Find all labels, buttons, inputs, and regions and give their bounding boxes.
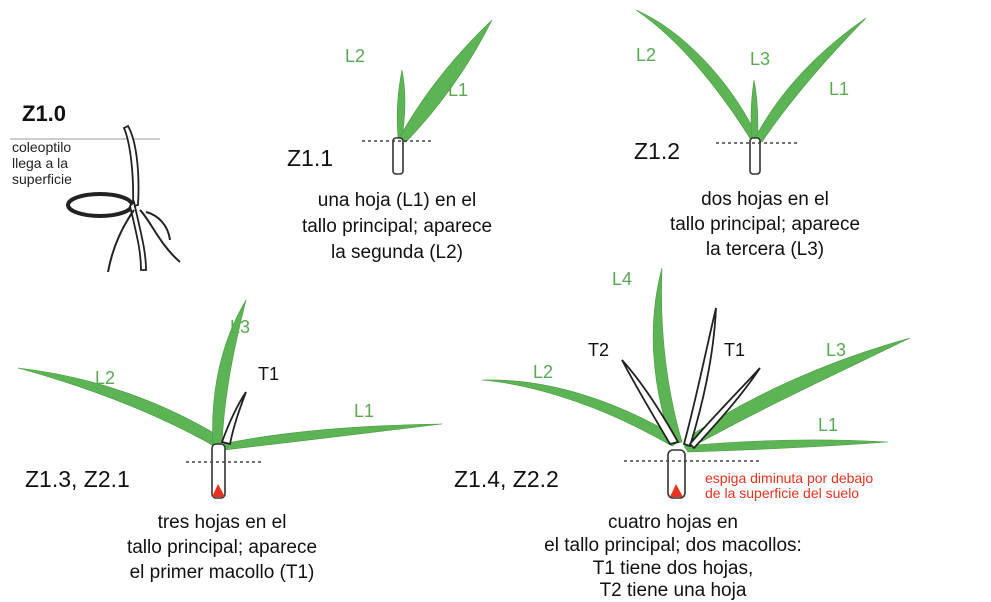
leaf-label-l2: L2: [345, 46, 365, 66]
leaf-l3: [750, 79, 759, 139]
leaf-label-l1: L1: [818, 415, 838, 435]
note-line: superficie: [12, 171, 72, 187]
tiller-t1: [220, 391, 247, 446]
stage-z1-1: L2 L1 Z1.1 una hoja (L1) en el tallo pri…: [287, 19, 493, 263]
spike-icon: [212, 484, 225, 497]
tiller-label-t2: T2: [588, 340, 609, 360]
note-line: coleoptilo: [12, 139, 71, 155]
leaf-label-l2: L2: [533, 362, 553, 382]
stem: [667, 449, 686, 499]
leaf-l3: [212, 299, 247, 447]
leaf-l1: [683, 439, 889, 453]
note-line: espiga diminuta por debajo: [705, 470, 873, 486]
tiller-label-t1: T1: [724, 340, 745, 360]
leaf-label-l1: L1: [829, 79, 849, 99]
tiller-t1: [682, 307, 717, 448]
stem: [392, 137, 404, 175]
leaf-label-l1: L1: [448, 80, 468, 100]
caption-line: la segunda (L2): [331, 242, 463, 263]
stem: [749, 137, 761, 175]
leaf-label-l3: L3: [750, 49, 770, 69]
leaf-l2: [396, 69, 406, 139]
leaf-label-l1: L1: [354, 401, 374, 421]
leaf-label-l3: L3: [826, 340, 846, 360]
leaf-l4: [652, 267, 683, 445]
stage-code: Z1.3, Z2.1: [25, 466, 130, 492]
note-line: de la superficie del suelo: [705, 485, 859, 501]
leaf-l1: [753, 17, 867, 143]
leaf-label-l2: L2: [636, 45, 656, 65]
leaf-l2: [481, 379, 683, 447]
leaf-l1: [397, 19, 493, 143]
caption-line: el tallo principal; dos macollos:: [544, 535, 802, 556]
leaf-l3: [683, 337, 911, 449]
tiller-t1-leaf: [688, 367, 761, 450]
leaf-l1: [221, 423, 443, 451]
stage-z1-3-z2-1: L3 L2 L1 T1 Z1.3, Z2.1 tres hojas en el …: [17, 299, 443, 583]
caption-line: T2 tiene una hoja: [600, 580, 747, 601]
seedling-illustration: [66, 124, 181, 273]
caption-line: tallo principal; aparece: [127, 537, 317, 558]
caption-line: tres hojas en el: [158, 512, 287, 533]
stage-z1-2: L2 L3 L1 Z1.2 dos hojas en el tallo prin…: [634, 9, 867, 260]
caption-line: T1 tiene dos hojas,: [593, 558, 754, 579]
leaf-label-l4: L4: [612, 269, 632, 289]
leaf-label-l3: L3: [230, 317, 250, 337]
spike-icon: [670, 484, 683, 497]
caption-line: el primer macollo (T1): [130, 562, 315, 583]
leaf-l2: [635, 9, 759, 141]
caption-line: cuatro hojas en: [608, 512, 738, 533]
caption-line: tallo principal; aparece: [670, 214, 860, 235]
caption-line: tallo principal; aparece: [302, 216, 492, 237]
leaf-l2: [17, 367, 223, 447]
tiller-t2: [621, 359, 680, 446]
caption-line: una hoja (L1) en el: [318, 190, 476, 211]
stage-z1-4-z2-2: L4 L2 L3 L1 T2 T1 espiga diminuta por de…: [454, 267, 911, 601]
stage-z1-0: Z1.0 coleoptilo llega a la superficie: [10, 101, 181, 273]
caption-line: dos hojas en el: [701, 189, 829, 210]
leaf-label-l2: L2: [95, 368, 115, 388]
caption-line: la tercera (L3): [706, 239, 824, 260]
note-line: llega a la: [12, 155, 68, 171]
stage-code: Z1.2: [634, 138, 680, 164]
stage-code: Z1.1: [287, 145, 333, 171]
stem: [211, 443, 226, 499]
stage-code: Z1.4, Z2.2: [454, 466, 559, 492]
tiller-label-t1: T1: [258, 364, 279, 384]
stage-code: Z1.0: [22, 101, 66, 126]
